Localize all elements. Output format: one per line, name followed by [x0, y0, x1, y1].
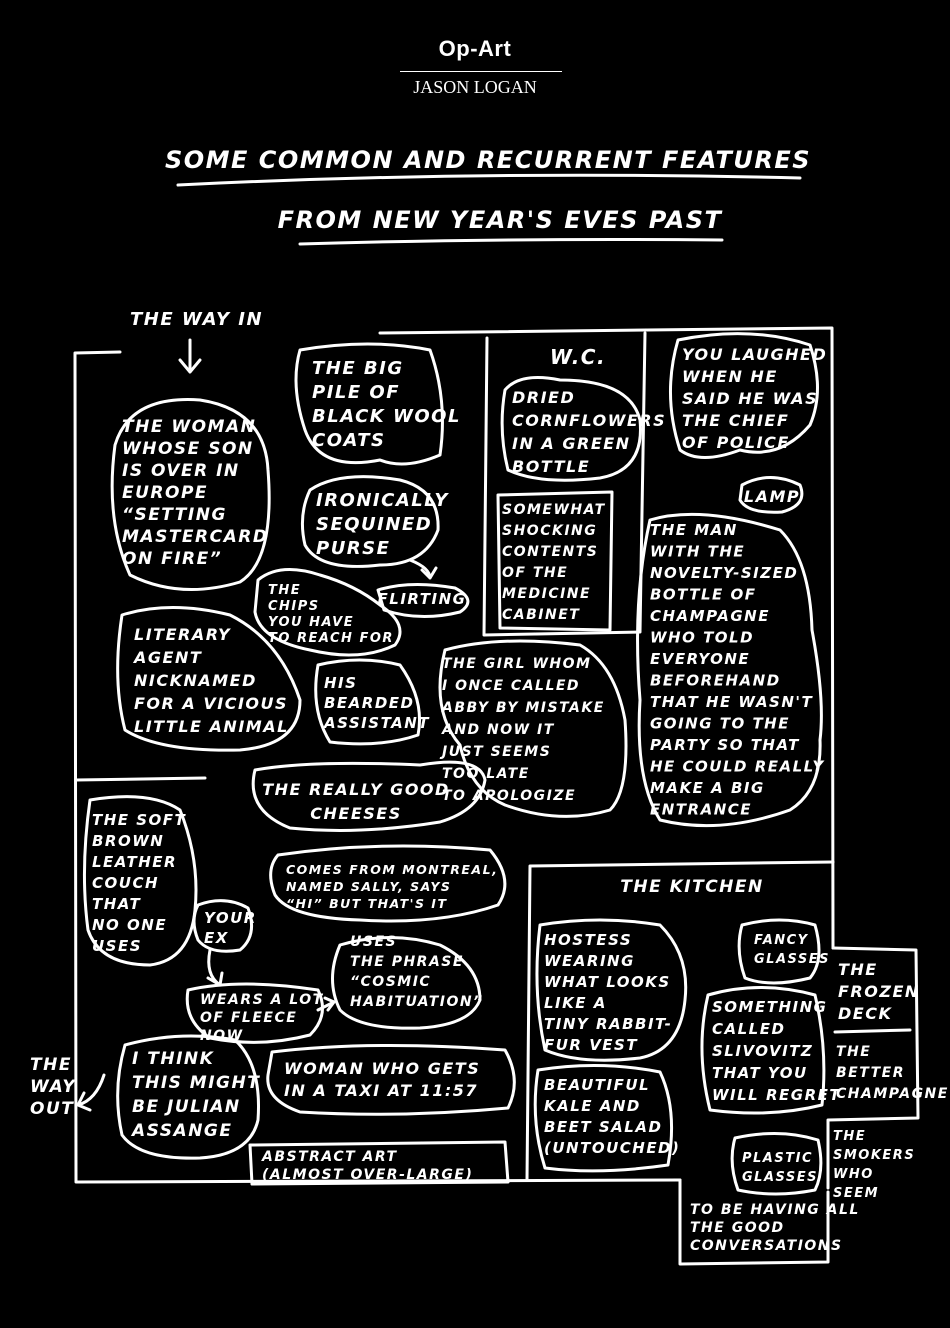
literary-agent-blob: [116, 606, 302, 752]
living-room-partition: [74, 776, 207, 782]
sally-blob: [269, 844, 507, 923]
wc-label: W.C.: [550, 345, 606, 369]
title-underline-2: [298, 238, 724, 246]
bearded-assistant-blob: [314, 658, 422, 746]
kale-blob: [533, 1063, 674, 1173]
kitchen-wall: [525, 860, 835, 1182]
purse-blob: [300, 475, 440, 568]
flirting-arrow: [408, 558, 438, 580]
title-underline-1: [176, 173, 802, 187]
julian-blob: [116, 1034, 260, 1160]
lamp-label: LAMP: [744, 487, 800, 506]
your-ex-blob: [192, 899, 254, 953]
champagne-blob: [636, 512, 823, 828]
chips-blob: [253, 568, 402, 657]
wool-coats-blob: [294, 342, 444, 466]
fleece-cosmic-arrow: [316, 996, 336, 1012]
wc-wall: [482, 331, 647, 637]
section-title: Op-Art: [438, 36, 512, 61]
couch-blob: [82, 795, 198, 967]
medicine-blob: [496, 490, 614, 632]
cosmic-blob: [331, 936, 482, 1030]
cheeses-blob: [251, 760, 487, 832]
title-line-2: FROM NEW YEAR'S EVES PAST: [278, 206, 723, 234]
fleece-blob: [185, 982, 324, 1044]
frozen-deck-outline: [826, 946, 920, 1190]
flirting-label: FLIRTING: [378, 590, 467, 608]
author-name: JASON LOGAN: [413, 77, 537, 97]
header-divider: [400, 71, 562, 72]
fancy-glasses-blob: [737, 918, 821, 985]
title-line-1: SOME COMMON AND RECURRENT FEATURES: [165, 146, 811, 174]
hostess-blob: [535, 918, 688, 1062]
chief-police-blob: [668, 332, 819, 459]
way-in-label: THE WAY IN: [130, 309, 263, 330]
deck-divider: [833, 1028, 912, 1034]
girl-abby-blob: [438, 639, 628, 818]
taxi-blob: [266, 1043, 516, 1116]
slivovitz-blob: [700, 986, 826, 1115]
smokers-area-outline: [678, 1178, 830, 1266]
sally-label: COMES FROM MONTREAL,NAMED SALLY, SAYS“HI…: [286, 862, 498, 911]
flirting-blob: [376, 582, 470, 619]
way-in-arrow: [178, 338, 202, 374]
house-outer-wall: [73, 326, 835, 1184]
ex-fleece-arrow: [206, 948, 224, 987]
woman-son-blob: [110, 398, 271, 591]
abstract-art-label: ABSTRACT ART(ALMOST OVER-LARGE): [261, 1149, 473, 1183]
abstract-art-frame: [248, 1140, 510, 1186]
kitchen-label: THE KITCHEN: [620, 877, 764, 897]
plastic-glasses-blob: [730, 1132, 823, 1196]
lamp-blob: [738, 476, 804, 514]
way-out-arrow: [76, 1073, 106, 1112]
dried-flowers-blob: [500, 376, 642, 482]
